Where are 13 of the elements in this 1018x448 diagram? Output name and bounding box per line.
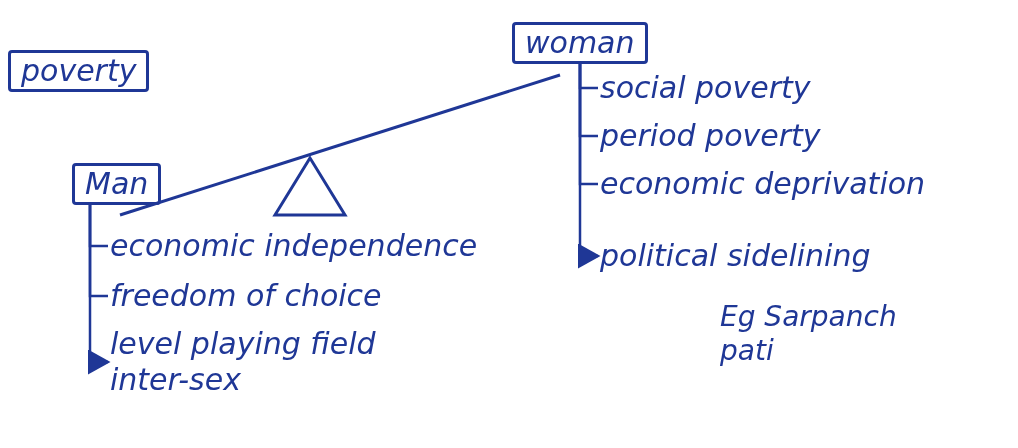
example-note: Eg Sarpanch pati — [720, 300, 898, 368]
list-item: economic independence — [110, 228, 550, 264]
list-item: political sidelining — [600, 238, 1000, 274]
list-item: level playing field inter-sex — [110, 326, 410, 398]
list-item: period poverty — [600, 118, 980, 154]
list-item: freedom of choice — [110, 278, 510, 314]
connector-line — [578, 64, 601, 269]
list-item: economic deprivation — [600, 166, 930, 202]
label-box: Man — [72, 163, 162, 205]
heading-box: poverty — [8, 50, 150, 92]
label-box: woman — [512, 22, 648, 64]
connector-line — [88, 205, 111, 375]
list-item: social poverty — [600, 70, 980, 106]
